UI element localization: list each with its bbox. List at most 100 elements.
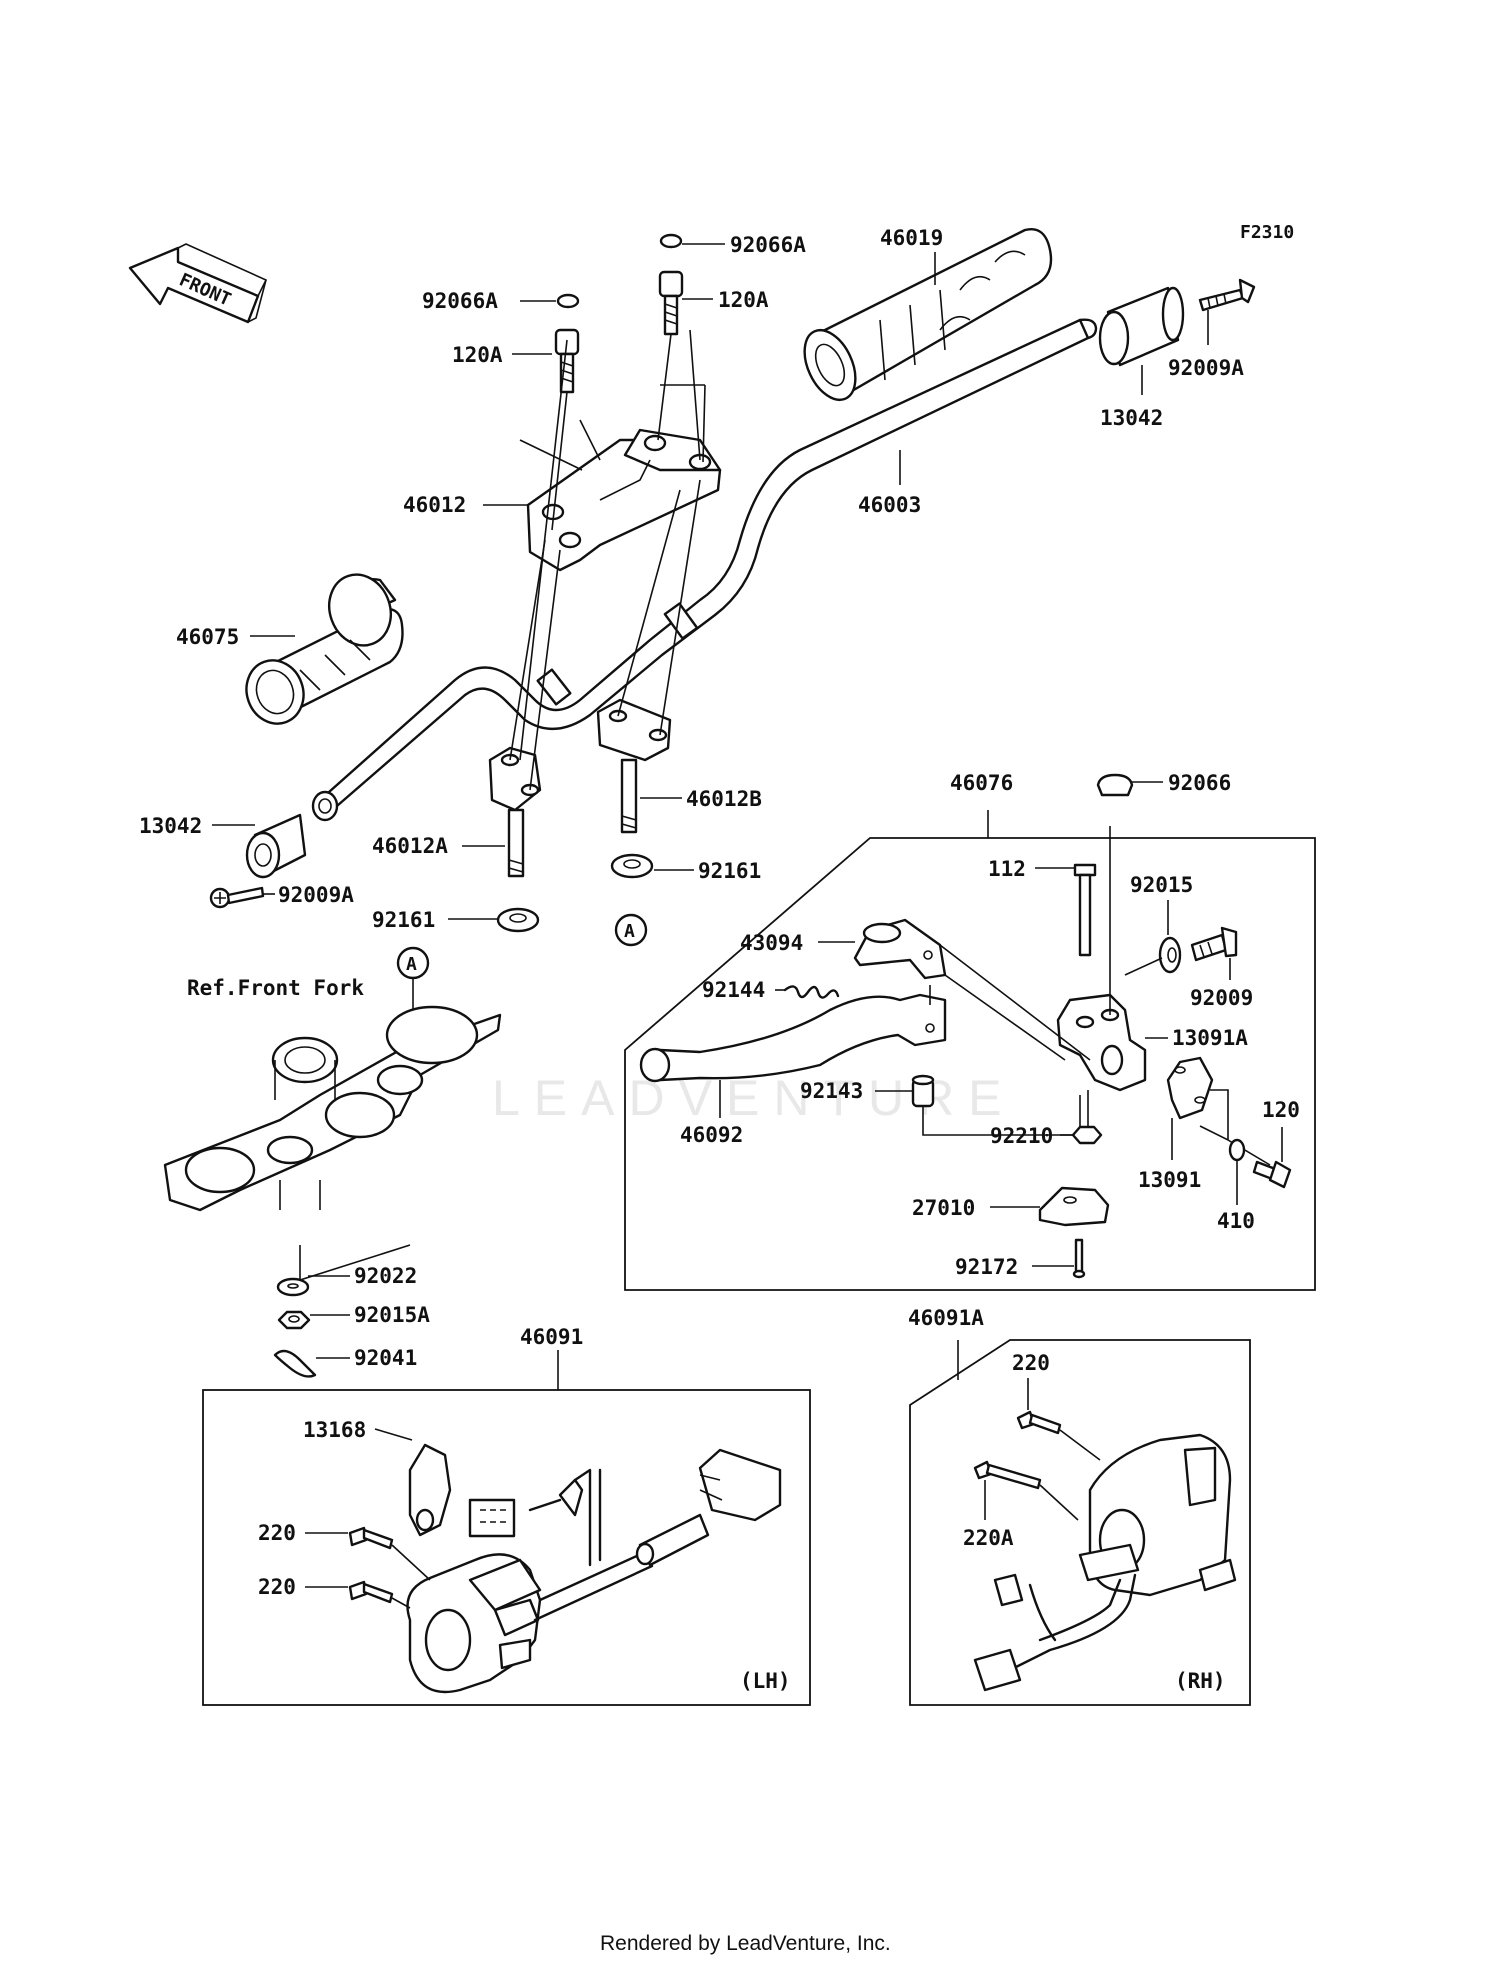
switch-43094: [853, 918, 947, 980]
part-number-p120A_top: 120A: [718, 288, 769, 312]
front-arrow-icon: FRONT: [128, 243, 268, 324]
holder-leaders: [939, 826, 1111, 1061]
part-number-p92161_left: 92161: [372, 908, 435, 932]
part-number-p220A: 220A: [963, 1526, 1014, 1550]
washer-92066A-left: [556, 293, 580, 309]
holder-13091A: [1056, 993, 1147, 1092]
part-number-p46019: 46019: [880, 226, 943, 250]
part-number-p46012B: 46012B: [686, 787, 762, 811]
part-number-p92143: 92143: [800, 1079, 863, 1103]
part-number-p92015A: 92015A: [354, 1303, 430, 1327]
part-number-p92015: 92015: [1130, 873, 1193, 897]
adjuster-nut-92015: [1158, 936, 1182, 974]
part-number-p92041: 92041: [354, 1346, 417, 1370]
part-number-p46091A: 46091A: [908, 1306, 984, 1330]
part-number-p92066: 92066: [1168, 771, 1231, 795]
watermark: LEADVENTURE: [492, 1070, 1016, 1126]
part-number-p13042_right: 13042: [1100, 406, 1163, 430]
switch-27010: [1038, 1186, 1110, 1227]
assembly-lines: [509, 329, 706, 791]
part-number-p46012: 46012: [403, 493, 466, 517]
part-number-p220_lh1: 220: [258, 1521, 296, 1545]
screw-220-lh-2: [348, 1580, 394, 1604]
part-number-p92066A_left: 92066A: [422, 289, 498, 313]
fork-bracket: [163, 1005, 502, 1212]
part-number-p92210: 92210: [990, 1124, 1053, 1148]
part-number-p92009A_right: 92009A: [1168, 356, 1244, 380]
clamp-13091: [1166, 1056, 1214, 1120]
grip-46019: [803, 228, 1053, 401]
ref-front-fork-label: Ref.Front Fork: [187, 976, 364, 1000]
bar-end-weight-13042-left: [245, 813, 307, 879]
rh-switch-housing: [1078, 1433, 1237, 1597]
part-number-p46075: 46075: [176, 625, 239, 649]
figure-code: F2310: [1240, 222, 1294, 243]
pin-92041: [273, 1349, 317, 1378]
part-number-p46003: 46003: [858, 493, 921, 517]
part-number-p13168: 13168: [303, 1418, 366, 1442]
part-number-p46092: 46092: [680, 1123, 743, 1147]
washer-92161-right: [610, 853, 654, 879]
lh-side-label: (LH): [740, 1669, 791, 1693]
svg-text:A: A: [406, 954, 417, 975]
screw-220-rh: [1016, 1410, 1062, 1435]
rh-switch-box: [909, 1339, 1251, 1706]
spring-92144: [783, 985, 840, 999]
screw-92009A-right: [1198, 278, 1256, 312]
part-number-p220_rh: 220: [1012, 1351, 1050, 1375]
part-number-p13042_left: 13042: [139, 814, 202, 838]
lh-switch-wiring: [528, 1448, 782, 1567]
callout-A-right: A: [614, 913, 648, 947]
screw-92009: [1190, 926, 1238, 962]
part-number-p120: 120: [1262, 1098, 1300, 1122]
washer-92066A-top: [659, 233, 683, 249]
part-number-p92066A_top: 92066A: [730, 233, 806, 257]
screw-92172: [1072, 1238, 1086, 1279]
adjuster-92143: [911, 1074, 935, 1108]
part-number-p92172: 92172: [955, 1255, 1018, 1279]
rh-side-label: (RH): [1175, 1669, 1226, 1693]
bolt-120A-left: [554, 328, 580, 394]
rh-switch-wiring: [973, 1573, 1137, 1692]
bolt-120: [1252, 1160, 1292, 1189]
part-number-p46012A: 46012A: [372, 834, 448, 858]
cap-92066: [1096, 773, 1134, 797]
part-number-p92022: 92022: [354, 1264, 417, 1288]
washer-92022: [276, 1277, 310, 1297]
callout-A-fork: A: [396, 946, 430, 1085]
leader-p13168: [374, 1428, 413, 1441]
screw-92009A-left: [209, 886, 265, 909]
lever-46092: [639, 993, 947, 1083]
part-number-p220_lh2: 220: [258, 1575, 296, 1599]
part-number-p92009A_left: 92009A: [278, 883, 354, 907]
bolt-112: [1073, 863, 1097, 957]
part-number-p92009: 92009: [1190, 986, 1253, 1010]
part-number-p92161_right: 92161: [698, 859, 761, 883]
part-number-p92144: 92144: [702, 978, 765, 1002]
part-number-p120A_left: 120A: [452, 343, 503, 367]
lh-switch-housing: [406, 1548, 654, 1694]
upper-holder-46012: [526, 428, 722, 572]
screw-220-lh-1: [348, 1526, 394, 1550]
part-number-p46076: 46076: [950, 771, 1013, 795]
part-number-p410: 410: [1217, 1209, 1255, 1233]
bar-end-weight-13042-right: [1098, 286, 1185, 367]
washer-410: [1228, 1138, 1246, 1162]
nut-92015A: [277, 1310, 311, 1330]
svg-text:A: A: [624, 921, 635, 942]
part-number-p46091: 46091: [520, 1325, 583, 1349]
lower-holder-46012B: [596, 698, 672, 834]
part-number-p43094: 43094: [740, 931, 803, 955]
lower-holder-46012A: [488, 746, 542, 878]
part-number-p13091: 13091: [1138, 1168, 1201, 1192]
washer-92161-left: [496, 907, 540, 933]
nut-92210: [1071, 1090, 1103, 1145]
lh-switch-box: [202, 1389, 811, 1706]
cover-13168: [408, 1443, 452, 1537]
part-number-p13091A: 13091A: [1172, 1026, 1248, 1050]
bolt-120A-top: [658, 270, 684, 336]
grip-46075: [245, 573, 404, 725]
connector-lh: [468, 1498, 516, 1538]
